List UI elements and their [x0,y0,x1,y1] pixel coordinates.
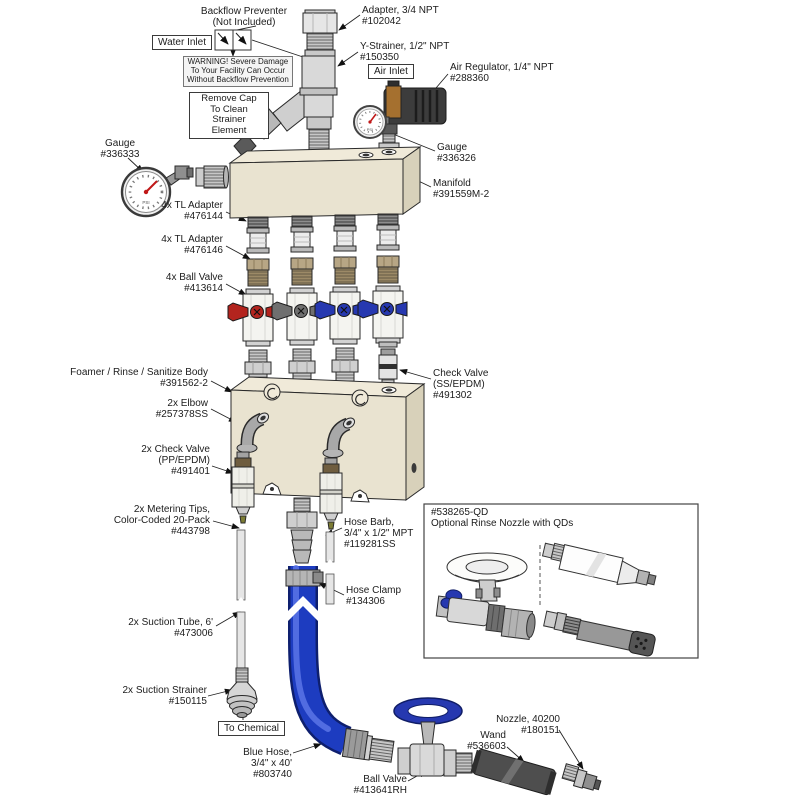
wand [470,748,557,796]
leader-lines [127,14,584,782]
label-air-regulator: Air Regulator, 1/4" NPT #288360 [450,62,554,85]
label-ball-valve-main: Ball Valve #413641RH [353,774,407,797]
label-ball-valve-4x: 4x Ball Valve #413614 [165,272,223,295]
label-check-valve-ss: Check Valve (SS/EPDM) #491302 [433,368,489,402]
label-backflow-preventer: Backflow Preventer (Not Included) [200,6,288,29]
label-y-strainer: Y-Strainer, 1/2" NPT #150350 [360,41,450,64]
backflow-symbol [214,29,252,51]
blue-hose [285,565,353,755]
label-metering-tips: 2x Metering Tips, Color-Coded 20-Pack #4… [113,504,210,538]
label-to-chemical: To Chemical [218,721,286,737]
label-inset-title: #538265-QD Optional Rinse Nozzle with QD… [431,507,574,530]
suction-tubes [235,529,336,669]
label-air-inlet: Air Inlet [368,64,414,80]
label-elbow: 2x Elbow #257378SS [155,398,208,421]
air-gauge: PSI [353,105,387,139]
label-warning: WARNING! Severe Damage To Your Facility … [183,56,293,87]
fitting-columns [227,213,408,392]
inset-box [423,503,699,659]
label-suction-strainer: 2x Suction Strainer #150115 [122,685,208,708]
air-regulator [378,80,447,160]
label-tl-adapter-bottom: 4x TL Adapter #476146 [161,234,223,257]
label-nozzle: Nozzle, 40200 #180151 [496,714,560,737]
label-check-valve-pp: 2x Check Valve (PP/EPDM) #491401 [141,444,210,478]
label-water-inlet: Water Inlet [152,35,212,51]
manifold-block [228,146,422,219]
label-wand: Wand #536603 [467,730,506,753]
label-suction-tube: 2x Suction Tube, 6' #473006 [128,617,213,640]
label-remove-cap: Remove Cap To Clean Strainer Element [189,92,269,139]
air-gauge-psi-text: PSI [367,127,373,132]
nozzle [561,763,602,791]
hose-barb [286,497,318,564]
label-hose-clamp: Hose Clamp #134306 [346,585,402,608]
label-hose-barb: Hose Barb, 3/4" x 1/2" MPT #119281SS [344,517,414,551]
main-ball-valve [393,697,473,777]
suction-strainer [226,667,258,718]
water-gauge: PSI [120,165,194,218]
label-blue-hose: Blue Hose, 3/4" x 40' #803740 [243,747,292,781]
manifold-plug [195,165,229,189]
label-gauge-right: Gauge #336326 [437,142,476,165]
label-tl-adapter-top: 4x TL Adapter #476144 [161,200,223,223]
label-gauge-left: Gauge #336333 [100,138,140,161]
adapter-fitting [302,9,338,57]
hose-coupling [341,728,395,763]
label-manifold: Manifold #391559M-2 [433,178,490,201]
label-body: Foamer / Rinse / Sanitize Body #391562-2 [70,367,208,390]
check-valve-ss [378,341,398,392]
water-gauge-psi-text: PSI [142,200,149,205]
label-adapter: Adapter, 3/4 NPT #102042 [362,5,439,28]
body-block [229,376,426,503]
